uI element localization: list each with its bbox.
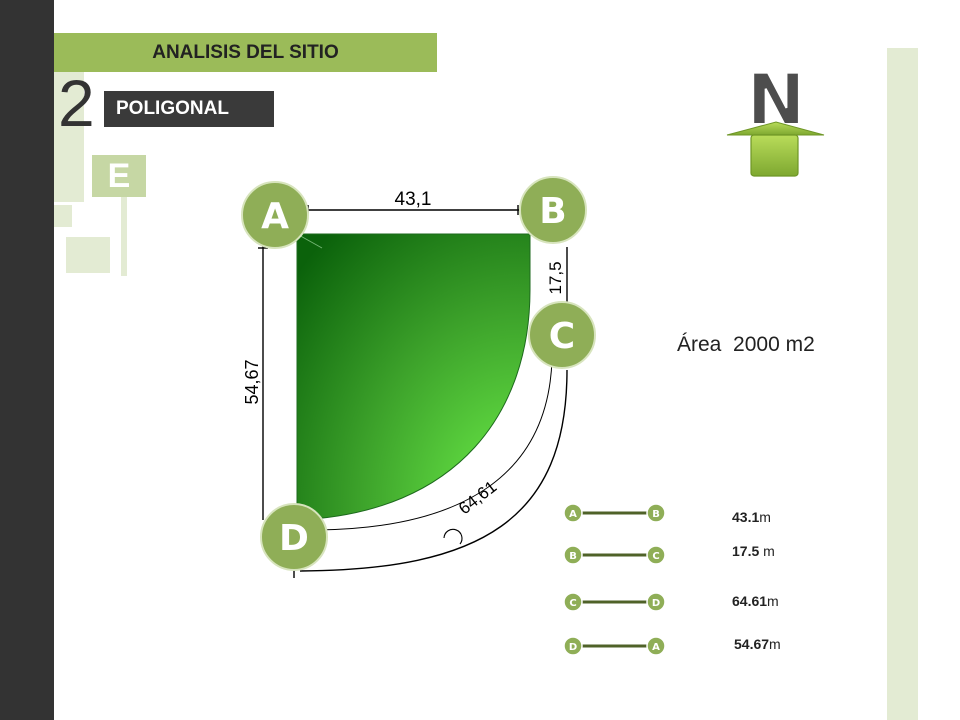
vertex-c-circle: [528, 301, 596, 369]
section-subtitle: POLIGONAL: [104, 91, 274, 127]
legend-number: 17.5: [732, 543, 760, 559]
sidebar-letter: E: [92, 155, 146, 197]
legend-node-to-label: B: [652, 509, 660, 520]
legend-node-from: [563, 592, 583, 612]
legend-node-to-label: D: [652, 598, 660, 609]
legend-node-from-label: D: [569, 642, 577, 653]
decor-block-3: [66, 237, 110, 273]
legend-node-from: [563, 636, 583, 656]
decor-block-2: [54, 205, 72, 227]
decor-line-1: [121, 196, 127, 276]
vertex-d: D: [260, 503, 328, 571]
vertex-a: A: [241, 181, 309, 249]
legend-row-ab: A B: [563, 503, 666, 523]
slide-number: 2: [58, 66, 95, 140]
legend-row-cd: C D: [563, 592, 666, 612]
legend-node-from: [563, 545, 583, 565]
area-label: Área 2000 m2: [677, 333, 815, 356]
legend-node-to: [646, 636, 666, 656]
legend-value-da: 54.67m: [734, 636, 781, 652]
legend-row-da: D A: [563, 636, 666, 656]
vertex-d-circle: [260, 503, 328, 571]
legend-number: 54.67: [734, 636, 770, 652]
vertex-a-circle: [241, 181, 309, 249]
section-title: ANALISIS DEL SITIO: [54, 33, 437, 72]
legend-unit: m: [769, 636, 781, 652]
vertex-c-label: C: [549, 316, 575, 357]
legend-node-to: [646, 592, 666, 612]
legend-node-from: [563, 503, 583, 523]
dimension-label-bc: 17,5: [546, 261, 565, 294]
legend-unit: m: [767, 593, 779, 609]
left-bar: [0, 0, 54, 720]
legend-unit: m: [759, 543, 775, 559]
legend-node-from-label: B: [569, 551, 577, 562]
north-arrow-icon: N: [726, 58, 825, 177]
dimension-lines: [258, 205, 568, 578]
vertex-b: B: [519, 176, 587, 244]
dimension-arc-cd-inner: [317, 359, 553, 531]
legend-unit: m: [759, 509, 771, 525]
vertex-b-label: B: [539, 191, 566, 232]
legend-node-from-label: A: [569, 509, 577, 520]
legend-node-to: [646, 503, 666, 523]
legend-node-to-label: A: [652, 642, 660, 653]
dimension-arc-marker: [443, 528, 463, 545]
vertex-c: C: [528, 301, 596, 369]
legend-node-from-label: C: [569, 598, 576, 609]
legend-number: 43.1: [732, 509, 760, 525]
legend-value-bc: 17.5 m: [732, 543, 775, 559]
right-bar: [887, 48, 918, 720]
vertex-b-circle: [519, 176, 587, 244]
legend-row-bc: B C: [563, 545, 666, 565]
vertex-a-label: A: [261, 196, 289, 237]
legend-number: 64.61: [732, 593, 768, 609]
legend-node-to: [646, 545, 666, 565]
north-arrow-head: [726, 121, 825, 136]
dimension-label-da: 54,67: [242, 359, 262, 404]
north-arrow-shaft: [750, 134, 799, 177]
dimension-arc-cd: [299, 369, 568, 572]
dimension-label-ab: 43,1: [395, 189, 432, 210]
legend-value-cd: 64.61m: [732, 593, 779, 609]
legend-value-ab: 43.1m: [732, 509, 771, 525]
decor-block-1: [54, 72, 84, 202]
site-plot: [296, 233, 531, 521]
legend-node-to-label: C: [652, 551, 659, 562]
vertex-d-label: D: [279, 518, 309, 559]
